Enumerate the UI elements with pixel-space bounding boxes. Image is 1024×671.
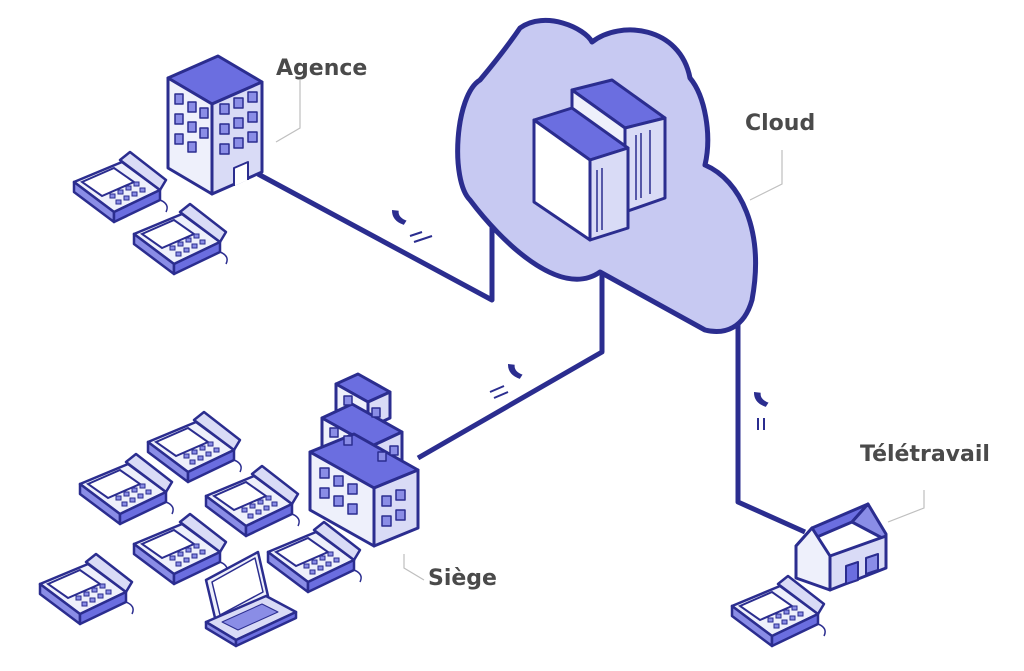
desk-phone-icon xyxy=(132,512,229,586)
desk-phone-icon xyxy=(72,150,169,224)
desk-phone-icon xyxy=(730,574,827,648)
laptop-icon xyxy=(204,550,298,648)
handset-icon xyxy=(390,206,408,228)
building-icon xyxy=(166,54,264,196)
handset-icon xyxy=(752,388,770,410)
house-icon xyxy=(794,502,888,592)
call-motion-marks xyxy=(757,418,765,430)
label-cloud: Cloud xyxy=(745,111,816,136)
server-icon xyxy=(532,78,667,242)
call-motion-marks xyxy=(489,385,509,399)
label-agence: Agence xyxy=(276,56,368,81)
label-leaders xyxy=(275,80,925,581)
label-teletravail: Télétravail xyxy=(860,442,990,467)
desk-phone-icon xyxy=(78,452,175,526)
agence-link xyxy=(256,171,495,303)
handset-icon xyxy=(506,360,524,382)
siege-link xyxy=(416,270,605,461)
label-siege: Siège xyxy=(428,566,497,591)
teletravail-link xyxy=(735,320,807,535)
desk-phone-icon xyxy=(146,410,243,484)
building-icon xyxy=(308,372,420,548)
call-motion-marks xyxy=(409,231,433,243)
desk-phone-icon xyxy=(38,552,135,626)
desk-phone-icon xyxy=(132,202,229,276)
desk-phone-icon xyxy=(204,464,301,538)
